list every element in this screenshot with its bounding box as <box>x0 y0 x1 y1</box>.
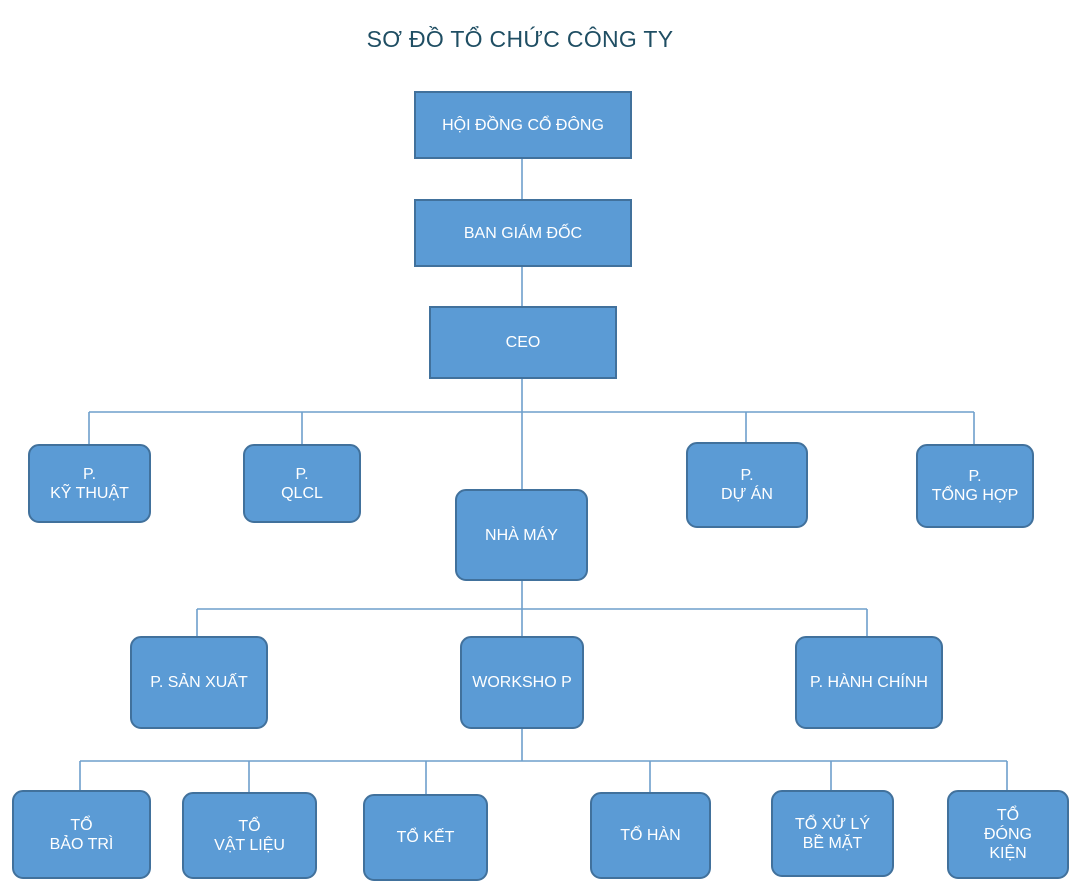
node-team-maintenance: TỔ BẢO TRÌ <box>12 790 151 879</box>
node-team-structure: TỔ KẾT <box>363 794 488 881</box>
node-dept-technical: P. KỸ THUẬT <box>28 444 151 523</box>
chart-title: SƠ ĐỒ TỔ CHỨC CÔNG TY <box>366 26 674 52</box>
node-dept-general: P. TỔNG HỢP <box>916 444 1034 528</box>
node-dept-qc: P. QLCL <box>243 444 361 523</box>
node-ceo: CEO <box>429 306 617 379</box>
node-dept-project: P. DỰ ÁN <box>686 442 808 528</box>
node-dept-admin: P. HÀNH CHÍNH <box>795 636 943 729</box>
node-team-welding: TỔ HÀN <box>590 792 711 879</box>
node-factory: NHÀ MÁY <box>455 489 588 581</box>
node-team-packing: TỔ ĐÓNG KIỆN <box>947 790 1069 879</box>
node-shareholders: HỘI ĐỒNG CỔ ĐÔNG <box>414 91 632 159</box>
node-team-surface: TỔ XỬ LÝ BỀ MẶT <box>771 790 894 877</box>
node-board-of-directors: BAN GIÁM ĐỐC <box>414 199 632 267</box>
node-team-materials: TỔ VẬT LIỆU <box>182 792 317 879</box>
node-workshop: WORKSHO P <box>460 636 584 729</box>
node-dept-production: P. SẢN XUẤT <box>130 636 268 729</box>
